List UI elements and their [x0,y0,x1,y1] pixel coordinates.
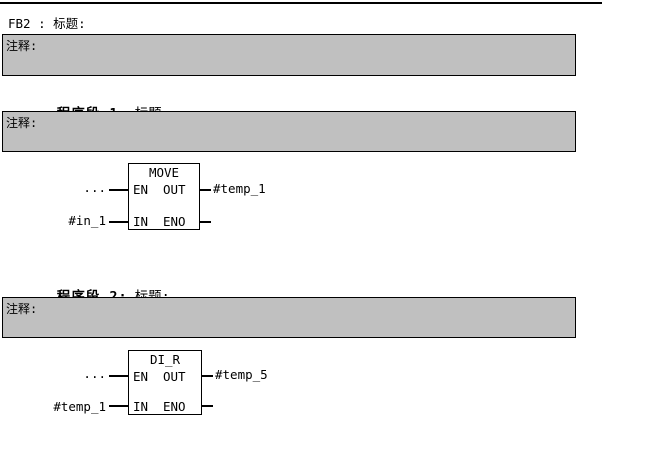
comment-label: 注释: [6,302,38,316]
top-divider-rule [0,2,602,4]
fb-comment-box[interactable]: 注释: [2,34,576,76]
dir-pin-en: EN [133,369,149,384]
move-in-wire [109,221,128,223]
move-in-operand[interactable]: #in_1 [68,213,106,228]
dir-en-wire [109,375,128,377]
move-pin-eno: ENO [163,214,186,229]
fb-title-line[interactable]: FB2 : 标题: [8,16,86,31]
dir-eno-wire [202,405,213,407]
dir-block-title: DI_R [149,352,181,367]
dir-pin-in: IN [133,399,149,414]
dir-in-operand[interactable]: #temp_1 [53,399,106,414]
network-1-comment-box[interactable]: 注释: [2,111,576,152]
move-block[interactable]: MOVE EN OUT IN ENO [128,163,200,230]
comment-label: 注释: [6,116,38,130]
dir-out-wire [202,375,213,377]
dir-pin-eno: ENO [163,399,186,414]
network-2-comment-box[interactable]: 注释: [2,297,576,338]
dir-en-operand[interactable]: ... [83,366,106,381]
move-eno-wire [200,221,211,223]
dir-pin-out: OUT [163,369,186,384]
move-block-title: MOVE [148,165,180,180]
move-en-operand[interactable]: ... [83,180,106,195]
move-pin-en: EN [133,182,149,197]
dir-block[interactable]: DI_R EN OUT IN ENO [128,350,202,415]
move-out-operand[interactable]: #temp_1 [213,181,266,196]
dir-out-operand[interactable]: #temp_5 [215,367,268,382]
comment-label: 注释: [6,39,38,53]
move-pin-out: OUT [163,182,186,197]
move-out-wire [200,189,211,191]
move-en-wire [109,189,128,191]
dir-in-wire [109,405,128,407]
move-pin-in: IN [133,214,149,229]
